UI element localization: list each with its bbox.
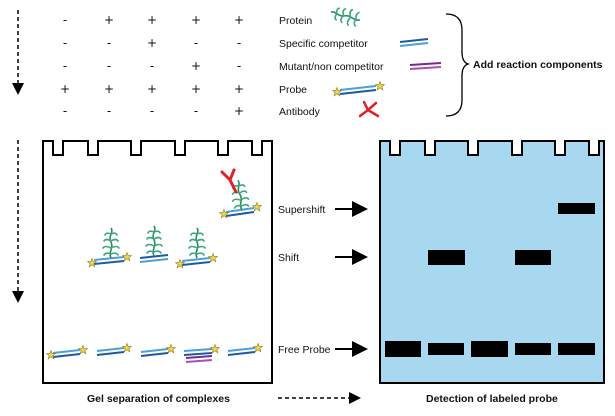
- label-specific-competitor: Specific competitor: [279, 38, 368, 50]
- sign-cell: +: [191, 13, 201, 27]
- mutant-competitor-icon: [409, 62, 442, 70]
- band-free-lane-1: [385, 341, 421, 357]
- sign-cell: +: [147, 13, 157, 27]
- antibody-icon: [358, 100, 380, 118]
- sign-cell: +: [191, 59, 201, 73]
- label-antibody: Antibody: [279, 106, 321, 118]
- caption-gel-separation: Gel separation of complexes: [87, 393, 230, 405]
- free-probe: [227, 343, 263, 356]
- sign-cell: -: [63, 59, 67, 73]
- sign-cell: -: [237, 36, 241, 50]
- shift-complex-with-competitor: [139, 225, 169, 263]
- sign-cell: +: [147, 82, 157, 96]
- bracket-label: Add reaction components: [473, 59, 603, 71]
- band-free-lane-5: [558, 343, 595, 355]
- label-free-probe: Free Probe: [278, 344, 331, 356]
- label-mutant-competitor: Mutant/non competitor: [279, 61, 384, 73]
- free-probe-row: [46, 343, 263, 363]
- free-probe: [96, 343, 132, 356]
- grid-row-probe: + + + + +: [60, 82, 244, 96]
- caption-detection: Detection of labeled probe: [426, 393, 558, 405]
- specific-competitor-icon: [399, 38, 429, 47]
- band-shift-lane-2: [428, 250, 465, 265]
- label-shift: Shift: [278, 252, 299, 264]
- gel-right: [379, 140, 605, 384]
- grid-row-mutant-competitor: - - - + -: [63, 59, 241, 73]
- label-supershift: Supershift: [278, 204, 325, 216]
- sign-cell: +: [234, 13, 244, 27]
- free-probe-with-competitor: [183, 344, 220, 363]
- band-free-lane-2: [428, 343, 464, 355]
- sign-cell: +: [104, 13, 114, 27]
- gel-left: [42, 140, 273, 384]
- sign-cell: -: [150, 104, 154, 118]
- sign-cell: -: [150, 59, 154, 73]
- shift-complex: [175, 227, 218, 269]
- band-free-lane-3: [471, 341, 508, 357]
- sign-grid: - + + + + - - + - - - - - + - + + + + +: [60, 13, 244, 118]
- probe-icon: [332, 81, 385, 97]
- sign-cell: -: [63, 13, 67, 27]
- sign-cell: +: [191, 82, 201, 96]
- sign-cell: -: [63, 104, 67, 118]
- supershift-complex: [219, 168, 262, 219]
- sign-cell: +: [234, 82, 244, 96]
- band-shift-lane-4: [515, 250, 551, 265]
- band-free-lane-4: [515, 343, 551, 355]
- sign-cell: +: [234, 104, 244, 118]
- sign-cell: -: [107, 59, 111, 73]
- sign-cell: -: [194, 104, 198, 118]
- sign-cell: -: [107, 104, 111, 118]
- grid-row-antibody: - - - - +: [63, 104, 244, 118]
- shift-complex: [87, 227, 132, 268]
- protein-icon: [328, 3, 363, 29]
- free-probe: [140, 344, 176, 357]
- free-probe: [46, 345, 88, 360]
- sign-cell: +: [60, 82, 70, 96]
- bracket: [445, 13, 471, 117]
- sign-cell: +: [147, 36, 157, 50]
- sign-cell: -: [63, 36, 67, 50]
- grid-row-protein: - + + + +: [63, 13, 244, 27]
- band-supershift-lane-5: [558, 203, 595, 214]
- sign-cell: -: [107, 36, 111, 50]
- sign-cell: -: [194, 36, 198, 50]
- label-protein: Protein: [279, 15, 312, 27]
- grid-row-specific-competitor: - - + - -: [63, 36, 241, 50]
- sign-cell: +: [104, 82, 114, 96]
- label-probe: Probe: [279, 84, 307, 96]
- sign-cell: -: [237, 59, 241, 73]
